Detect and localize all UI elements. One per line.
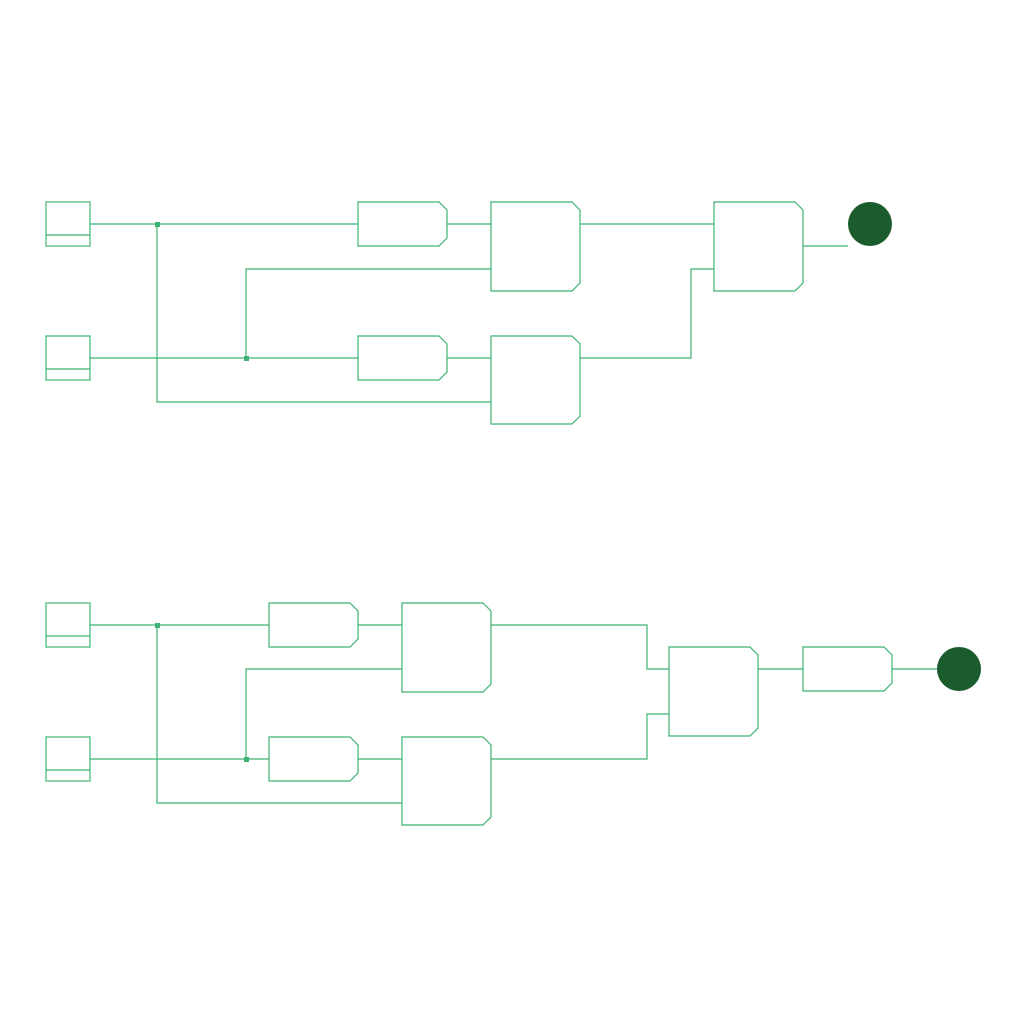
input-a[interactable] [45, 602, 91, 648]
not-gate[interactable] [268, 736, 359, 782]
circuit-1 [45, 201, 892, 425]
or-gate[interactable] [713, 201, 804, 292]
output-led[interactable] [848, 202, 892, 246]
wires [90, 223, 848, 403]
junction-dot [155, 623, 160, 628]
and-gate[interactable] [490, 335, 581, 425]
circuit-2 [45, 602, 981, 826]
junction-dot [244, 757, 249, 762]
or-gate[interactable] [668, 646, 759, 737]
input-b[interactable] [45, 335, 91, 381]
wires [90, 624, 937, 804]
junction-dot [155, 222, 160, 227]
not-gate[interactable] [357, 201, 448, 247]
not-gate[interactable] [268, 602, 359, 648]
junction-dot [244, 356, 249, 361]
input-b[interactable] [45, 736, 91, 782]
not-gate[interactable] [357, 335, 448, 381]
output-led[interactable] [937, 647, 981, 691]
input-a[interactable] [45, 201, 91, 247]
and-gate[interactable] [490, 201, 581, 292]
and-gate[interactable] [401, 602, 492, 693]
and-gate[interactable] [401, 736, 492, 826]
not-gate[interactable] [802, 646, 893, 692]
